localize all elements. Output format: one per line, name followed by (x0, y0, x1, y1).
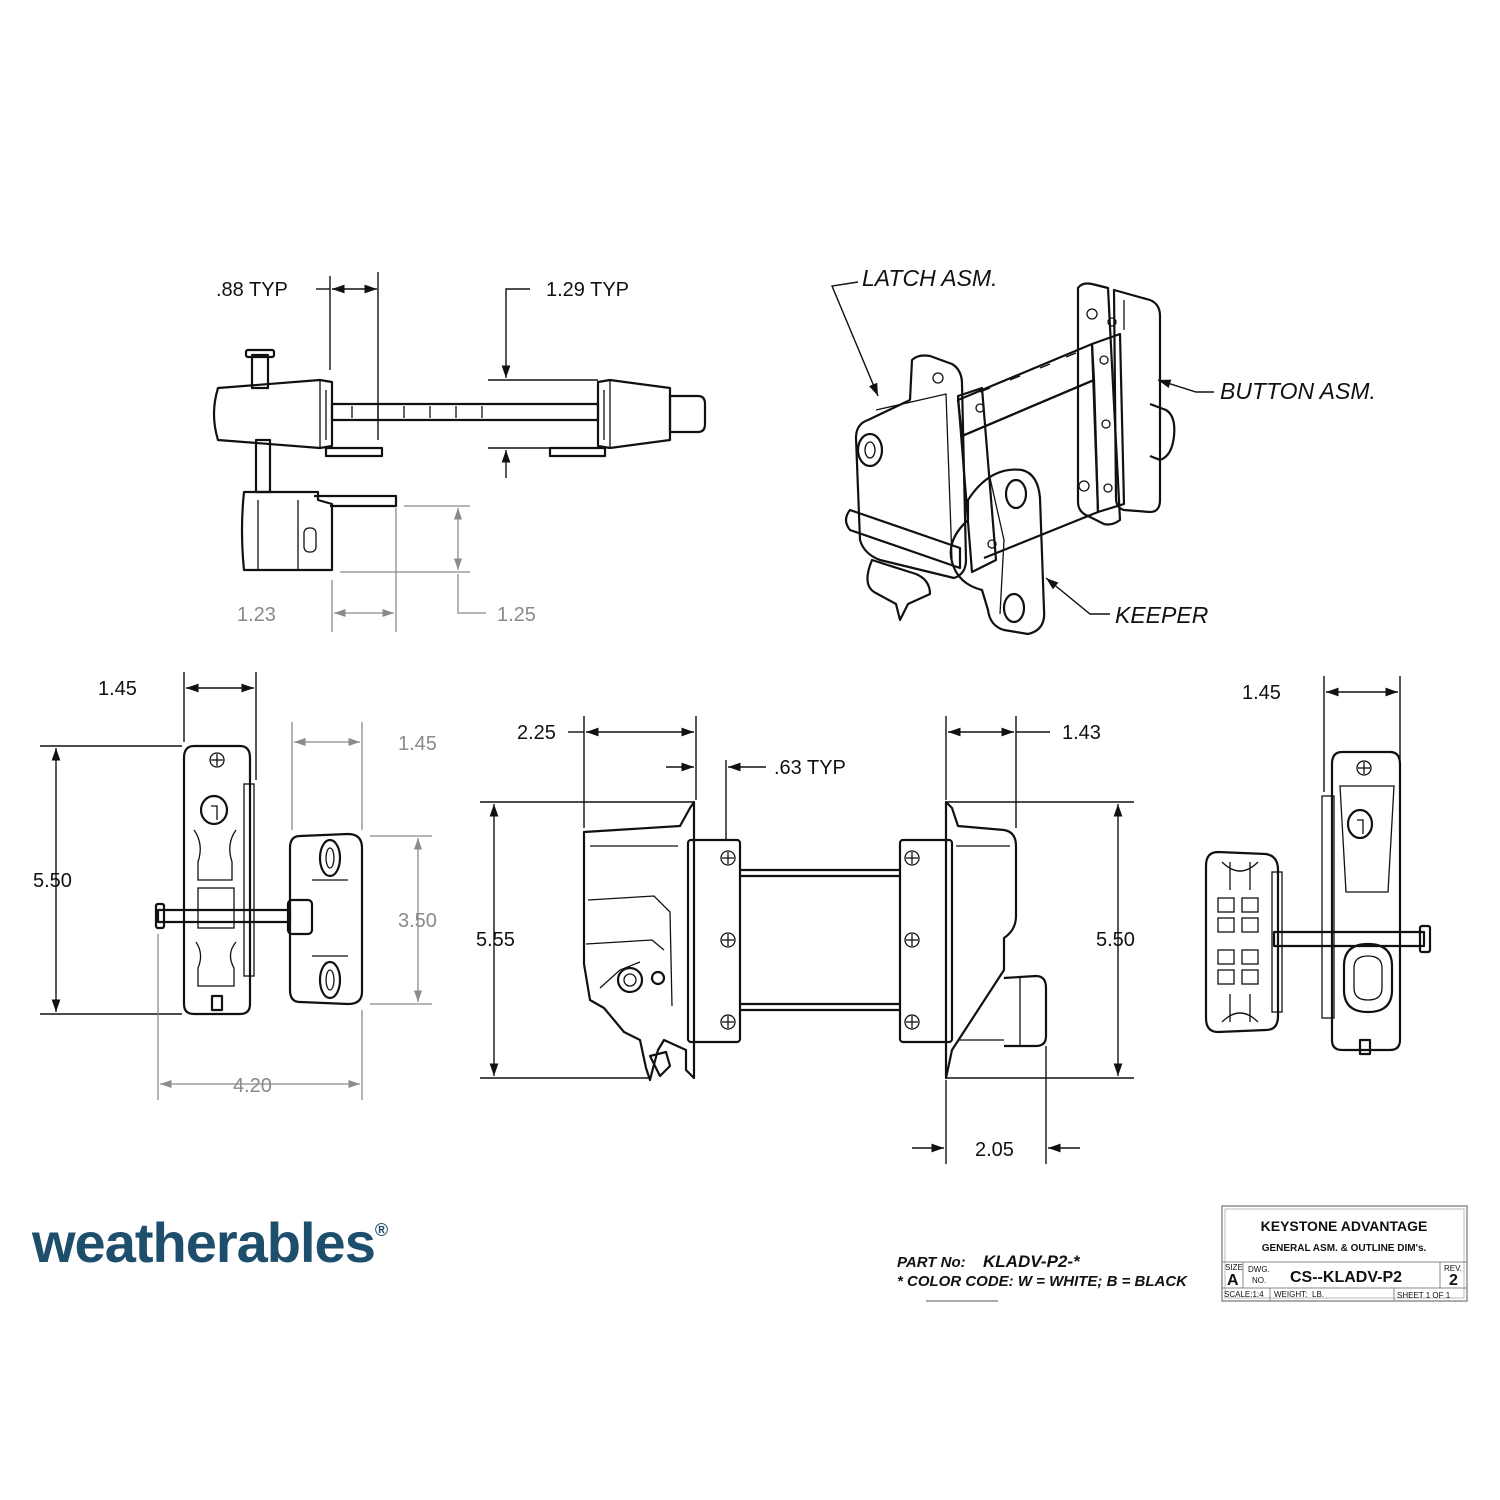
title-block-rev: 2 (1449, 1272, 1458, 1289)
dim-front-205: 2.05 (975, 1139, 1014, 1161)
top-view (212, 272, 707, 632)
title-block-weight-label: WEIGHT: (1274, 1290, 1307, 1299)
dim-front-225: 2.25 (517, 722, 556, 744)
dim-123: 1.23 (237, 604, 276, 626)
title-block-rev-label: REV. (1444, 1264, 1462, 1273)
dim-front-550: 5.50 (1096, 929, 1135, 951)
dim-left-350: 3.50 (398, 910, 437, 932)
dim-left-grey-145: 1.45 (398, 733, 437, 755)
dim-129-typ: 1.29 TYP (546, 279, 629, 301)
dim-front-555: 5.55 (476, 929, 515, 951)
dim-088-typ: .88 TYP (216, 279, 288, 301)
title-block-size: A (1227, 1272, 1239, 1289)
label-button-asm: BUTTON ASM. (1220, 378, 1376, 404)
part-no-value: KLADV-P2-* (983, 1252, 1081, 1271)
dim-front-063-typ: .63 TYP (774, 757, 846, 779)
dim-front-143: 1.43 (1062, 722, 1101, 744)
title-block-subtitle: GENERAL ASM. & OUTLINE DIM's. (1262, 1243, 1427, 1254)
title-block-size-label: SIZE (1225, 1263, 1243, 1272)
title-block-scale: SCALE:1:4 (1224, 1290, 1264, 1299)
brand-logo: weatherables® (31, 1211, 388, 1274)
title-block-no-label: NO. (1252, 1276, 1266, 1285)
part-no-label: PART No: (897, 1254, 966, 1271)
dim-left-145: 1.45 (98, 678, 137, 700)
dim-left-550: 5.50 (33, 870, 72, 892)
left-side-view (40, 672, 432, 1100)
dim-125: 1.25 (497, 604, 536, 626)
title-block-title: KEYSTONE ADVANTAGE (1261, 1218, 1428, 1234)
title-block-dwg-label: DWG. (1248, 1265, 1270, 1274)
dim-left-420: 4.20 (233, 1075, 272, 1097)
front-view (480, 716, 1134, 1164)
label-keeper: KEEPER (1115, 602, 1208, 628)
title-block-dwg-no: CS--KLADV-P2 (1290, 1269, 1402, 1286)
color-code: * COLOR CODE: W = WHITE; B = BLACK (897, 1273, 1188, 1290)
title-block (1221, 1205, 1468, 1302)
title-block-sheet: SHEET 1 OF 1 (1397, 1291, 1451, 1300)
title-block-weight: LB. (1312, 1290, 1324, 1299)
dim-right-145: 1.45 (1242, 682, 1281, 704)
label-latch-asm: LATCH ASM. (862, 265, 997, 291)
right-side-view (1204, 676, 1432, 1056)
isometric-assembly (831, 281, 1214, 636)
